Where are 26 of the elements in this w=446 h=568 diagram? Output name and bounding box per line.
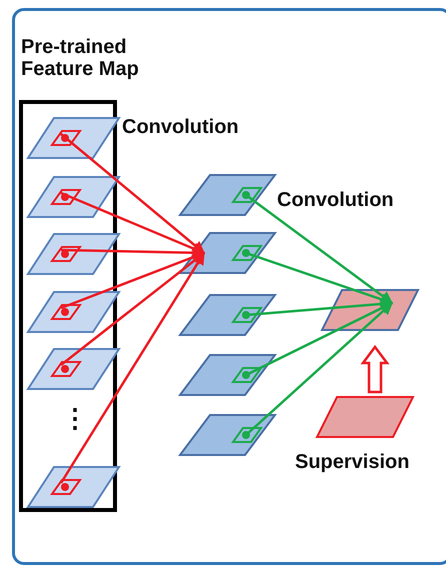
operation-label: Convolution [277, 189, 394, 211]
feature-map-plane [28, 234, 119, 274]
convolution-plane [180, 415, 275, 455]
feature-map-plane [28, 467, 119, 507]
convolution-plane [180, 295, 275, 335]
arrow [60, 246, 206, 260]
node-caption: Supervision [295, 451, 410, 473]
output-plane [322, 290, 418, 330]
operation-label: Convolution [122, 116, 239, 138]
ellipsis-label: ⋮ [62, 404, 88, 433]
convolution-plane [180, 175, 275, 215]
supervision-arrow [360, 344, 390, 394]
arrow [60, 133, 205, 254]
arrow [60, 192, 206, 254]
group-heading: Pre-trained Feature Map [21, 36, 140, 80]
arrow [245, 302, 393, 436]
feature-map-plane [28, 118, 119, 158]
convolution-plane [180, 233, 275, 273]
arrow [60, 251, 206, 310]
feature-map-plane [28, 177, 119, 217]
arrow [245, 194, 393, 304]
arrow [60, 252, 206, 484]
feature-map-plane [28, 349, 119, 389]
feature-map-plane [28, 292, 119, 332]
convolution-plane [180, 355, 275, 395]
arrow [60, 252, 205, 366]
